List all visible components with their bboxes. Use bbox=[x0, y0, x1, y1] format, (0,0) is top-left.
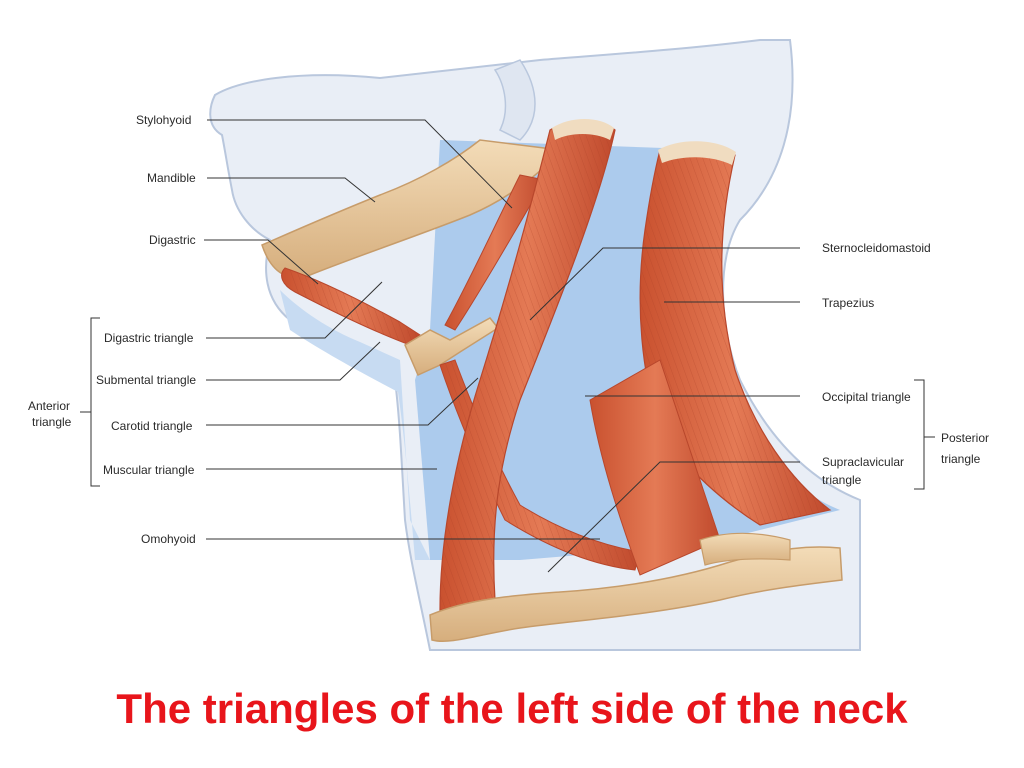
label-digastric: Digastric bbox=[149, 233, 196, 247]
anterior-triangle-bracket bbox=[80, 317, 100, 487]
label-occipital-triangle: Occipital triangle bbox=[822, 390, 911, 404]
label-carotid-triangle: Carotid triangle bbox=[111, 419, 193, 433]
label-supraclavicular-line2: triangle bbox=[822, 473, 862, 487]
label-omohyoid: Omohyoid bbox=[141, 532, 196, 546]
slide-caption: The triangles of the left side of the ne… bbox=[116, 685, 908, 732]
label-mandible: Mandible bbox=[147, 171, 196, 185]
label-muscular-triangle: Muscular triangle bbox=[103, 463, 195, 477]
leader-lines bbox=[204, 119, 800, 573]
label-sternocleidomastoid: Sternocleidomastoid bbox=[822, 241, 931, 255]
label-supraclavicular-line1: Supraclavicular bbox=[822, 455, 904, 469]
group-anterior-line2: triangle bbox=[32, 415, 72, 429]
clavicle-bone bbox=[429, 546, 843, 642]
group-anterior-line1: Anterior bbox=[28, 399, 70, 413]
group-posterior-line2: triangle bbox=[941, 452, 981, 466]
stylohyoid-muscle bbox=[444, 174, 546, 331]
group-posterior-line1: Posterior bbox=[941, 431, 989, 445]
label-stylohyoid: Stylohyoid bbox=[136, 113, 191, 127]
label-digastric-triangle: Digastric triangle bbox=[104, 331, 194, 345]
posterior-triangle-bracket bbox=[914, 379, 935, 490]
label-submental-triangle: Submental triangle bbox=[96, 373, 196, 387]
label-trapezius: Trapezius bbox=[822, 296, 874, 310]
